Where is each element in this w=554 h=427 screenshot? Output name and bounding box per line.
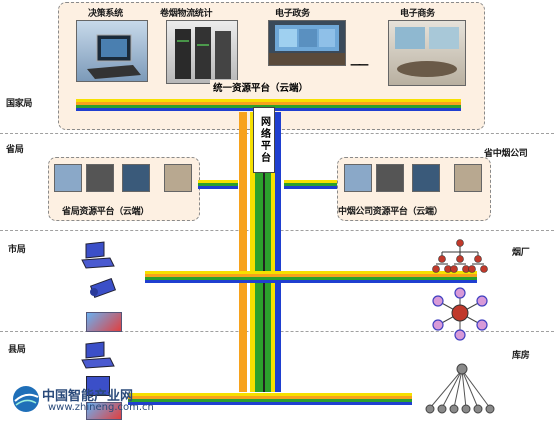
provincial-photo-3 <box>122 164 150 192</box>
provincial-photo-1 <box>54 164 82 192</box>
factory-hierarchy-icon <box>432 239 488 273</box>
unified-resource-platform-label: 统一资源平台（云端） <box>210 80 312 94</box>
tobacco-bus <box>284 180 337 189</box>
watermark-logo-icon <box>13 386 39 412</box>
county-card-icon <box>86 402 122 420</box>
factory-label: 烟厂 <box>512 248 530 258</box>
top-item-label-logistics: 卷烟物流统计 <box>160 9 213 19</box>
watermark-url: www.zhineng.com.cn <box>48 402 154 413</box>
provincial-platform-label: 省局资源平台（云端） <box>62 207 150 217</box>
device-icon <box>89 278 117 299</box>
logistics-stats-photo <box>166 20 238 84</box>
county-device-icon <box>86 376 110 396</box>
decision-system-photo <box>76 20 148 82</box>
provincial-photo-4 <box>164 164 192 192</box>
tobacco-photo-2 <box>376 164 404 192</box>
provincial-bus <box>198 180 238 189</box>
warehouse-label: 库房 <box>512 351 530 361</box>
tobacco-platform-label: 中烟公司资源平台（云端） <box>338 207 443 217</box>
level-label-provincial: 省局 <box>6 145 24 155</box>
card-icon <box>86 312 122 332</box>
network-platform-label: 网络平台 <box>253 107 275 173</box>
warehouse-tree-icon <box>425 363 495 414</box>
top-item-label-decision: 决策系统 <box>88 9 123 19</box>
tobacco-photo-4 <box>454 164 482 192</box>
computer-icon <box>81 241 115 269</box>
star-network-icon <box>432 287 488 341</box>
tobacco-photo-1 <box>344 164 372 192</box>
county-bus <box>128 393 412 405</box>
level-label-city: 市局 <box>8 245 26 255</box>
city-bus <box>145 271 477 283</box>
watermark-cn: 中国智能产业网 <box>42 389 134 404</box>
level-label-county: 县局 <box>8 345 26 355</box>
more-items-ellipsis: —— <box>350 58 369 71</box>
tobacco-company-title: 省中烟公司 <box>484 149 528 159</box>
network-vertical-bus <box>239 112 281 392</box>
provincial-photo-2 <box>86 164 114 192</box>
tobacco-photo-3 <box>412 164 440 192</box>
top-item-label-egov: 电子政务 <box>275 9 310 19</box>
egov-photo <box>268 20 346 66</box>
level-label-national: 国家局 <box>6 99 33 109</box>
ecommerce-photo <box>388 20 466 86</box>
top-item-label-ecommerce: 电子商务 <box>400 9 435 19</box>
county-computer-icon <box>81 341 115 369</box>
